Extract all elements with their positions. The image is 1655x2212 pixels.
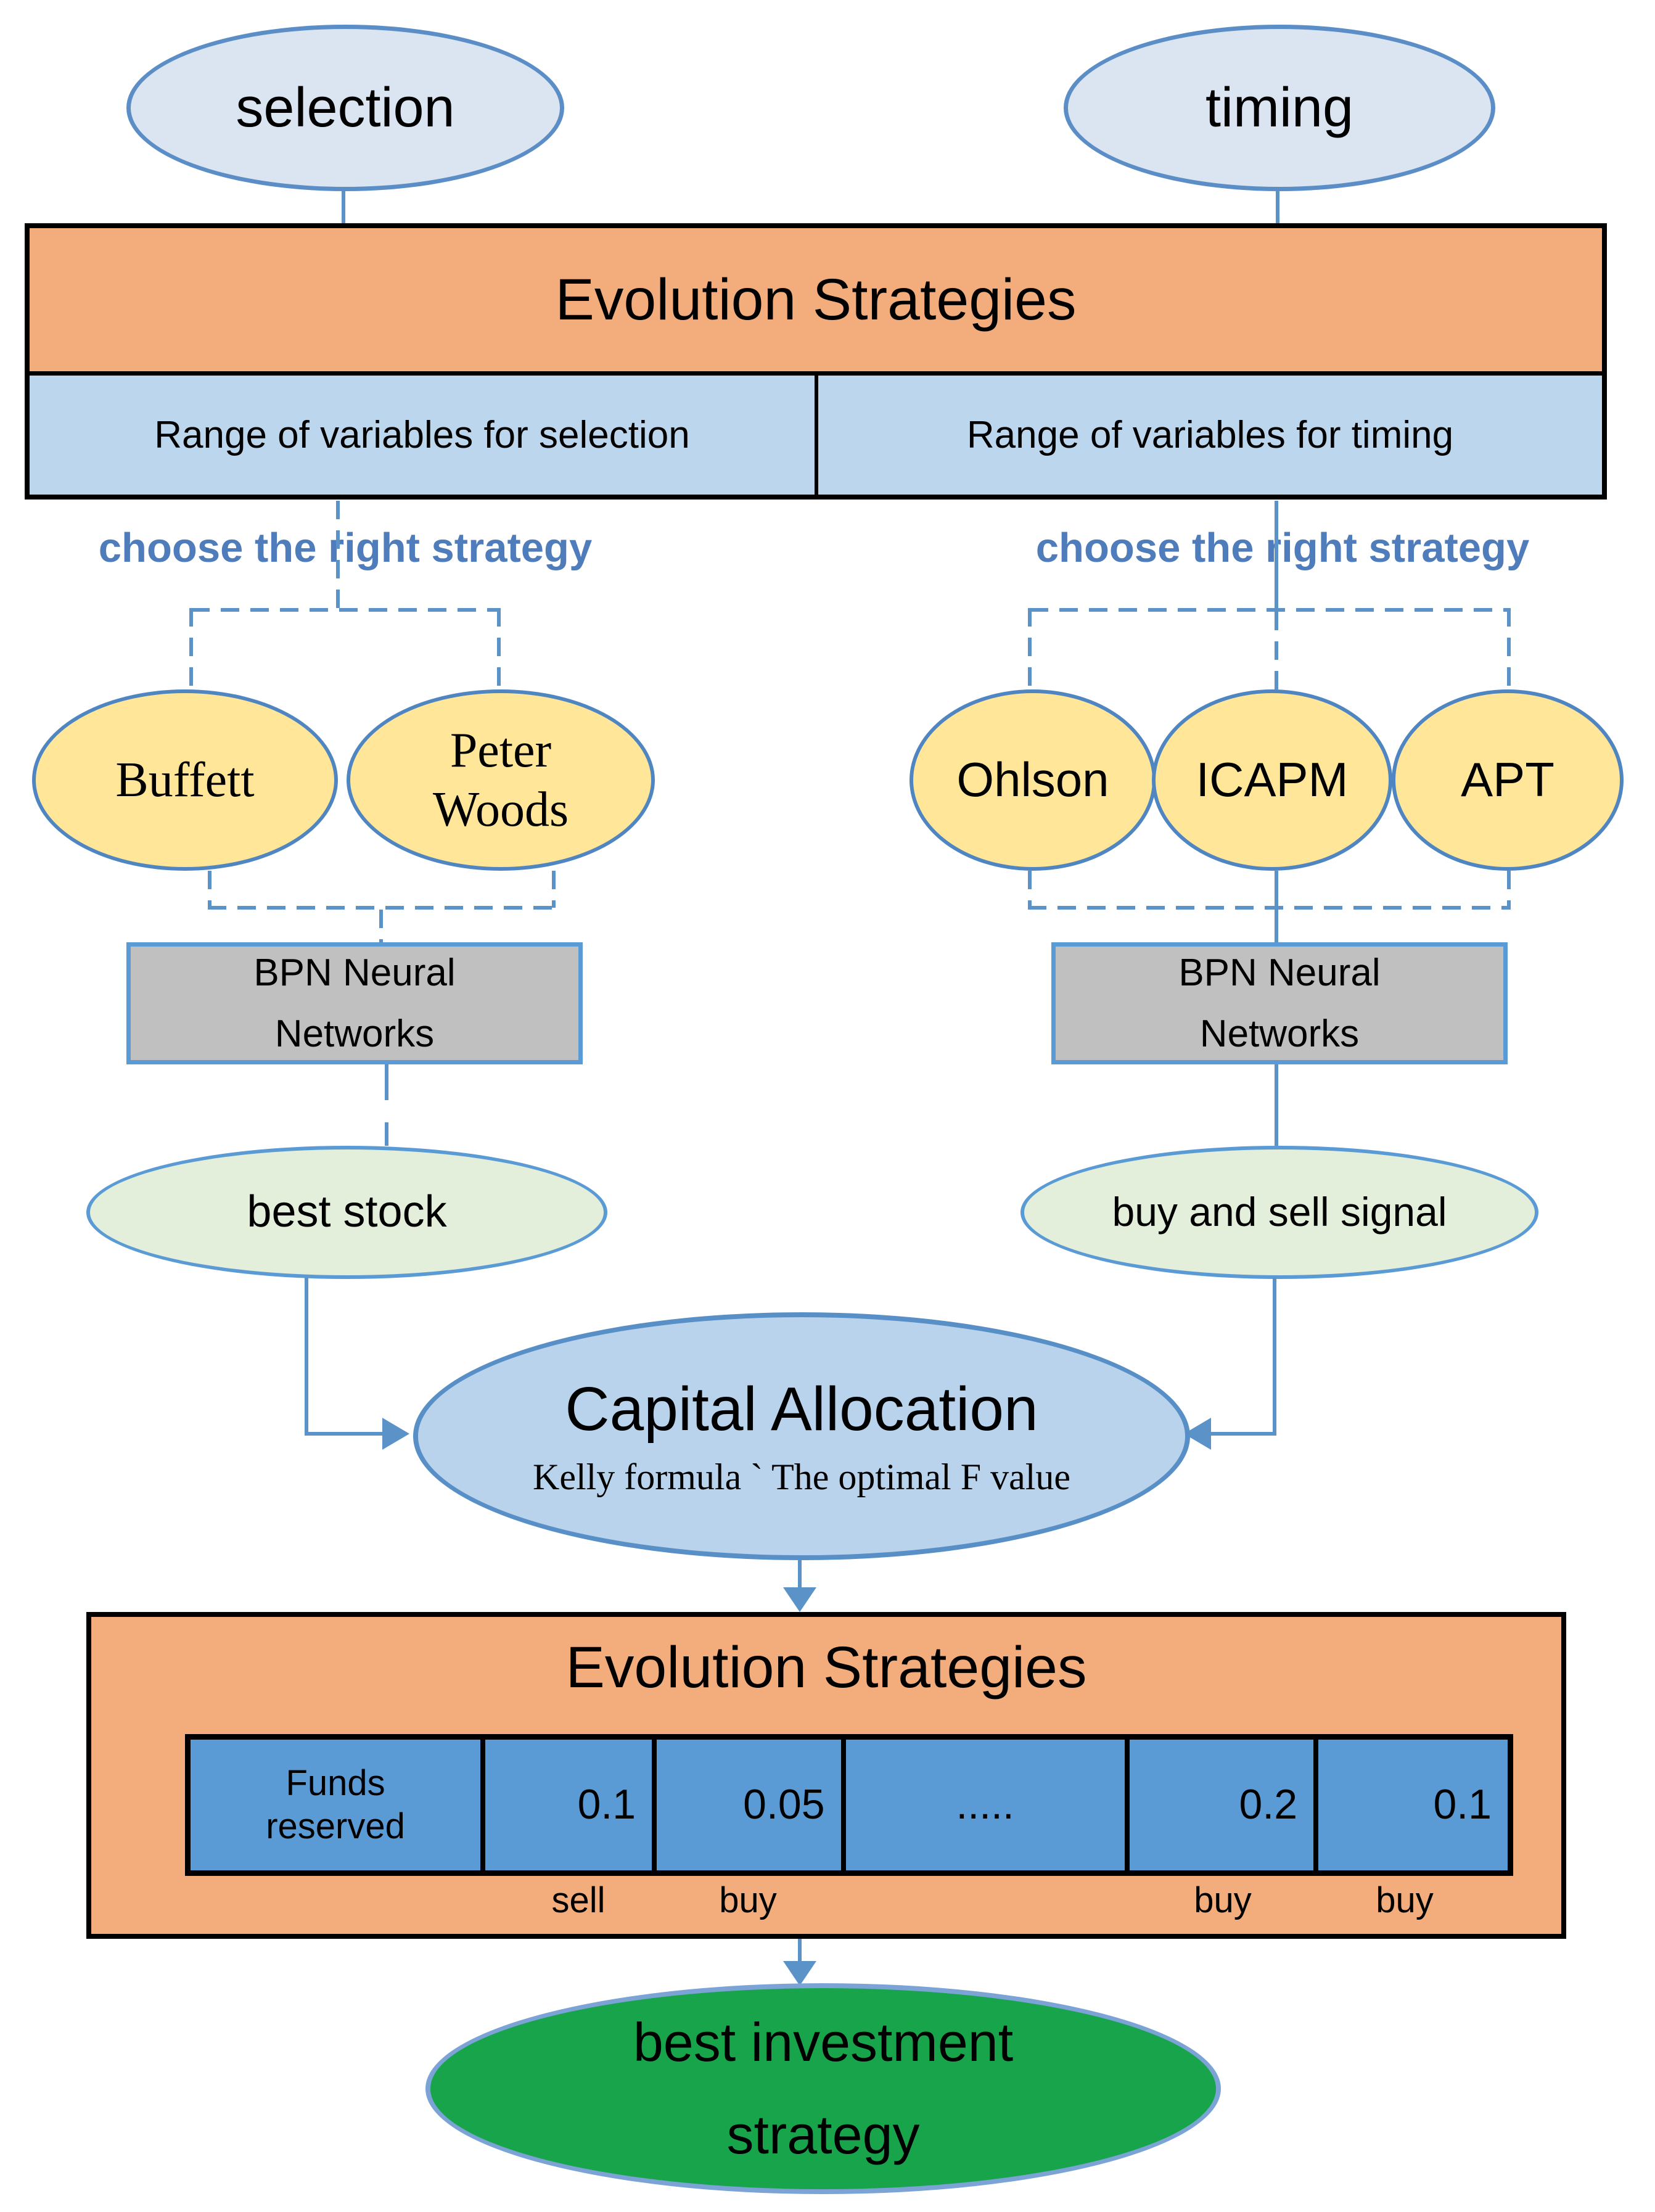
range-variables-timing-cell: Range of variables for timing <box>818 376 1602 495</box>
right-bracket-bottom <box>1028 906 1511 910</box>
allocation-cell-4: 0.2 <box>1129 1740 1319 1870</box>
action-label-buy-2: buy <box>1194 1880 1252 1920</box>
right-bracket-top <box>1030 608 1511 612</box>
connector-beststock-v <box>305 1278 308 1436</box>
arrowhead-into-result-icon <box>783 1961 816 1986</box>
right-bracket-top-v2 <box>1507 608 1511 689</box>
allocation-cell-ellipsis: ..... <box>845 1740 1130 1870</box>
capital-allocation-title: Capital Allocation <box>565 1375 1038 1444</box>
left-bracket-top <box>191 608 501 612</box>
action-label-sell: sell <box>551 1880 606 1920</box>
choose-strategy-right-label: choose the right strategy <box>1035 525 1530 571</box>
buy-sell-signal-label: buy and sell signal <box>1112 1189 1447 1235</box>
connector-beststock-h <box>305 1432 384 1436</box>
connector-capital-to-es2 <box>798 1560 802 1590</box>
connector-bpn-buysell <box>1275 1064 1278 1146</box>
bpn-left-label: BPN Neural Networks <box>253 951 456 1055</box>
timing-label: timing <box>1205 76 1354 139</box>
allocation-cell-5: 0.1 <box>1318 1740 1508 1870</box>
connector-bpn-beststock <box>385 1064 388 1146</box>
range-timing-label: Range of variables for timing <box>966 413 1454 456</box>
choose-strategy-left-label: choose the right strategy <box>98 525 593 571</box>
connector-es2-to-result <box>798 1939 802 1963</box>
connector-buysell-v <box>1273 1278 1276 1436</box>
ohlson-node: Ohlson <box>910 689 1156 871</box>
apt-label: APT <box>1461 752 1554 807</box>
bpn-right-label: BPN Neural Networks <box>1178 951 1381 1055</box>
peter-woods-node: Peter Woods <box>347 689 655 871</box>
connector-timing-to-es <box>1276 191 1279 224</box>
capital-allocation-subtitle: Kelly formula ` The optimal F value <box>532 1457 1071 1497</box>
bpn-right-box: BPN Neural Networks <box>1051 942 1508 1064</box>
arrowhead-into-es2-icon <box>783 1587 816 1612</box>
action-label-buy-1: buy <box>719 1880 777 1920</box>
apt-node: APT <box>1392 689 1624 871</box>
allocation-cell-funds-reserved: Funds reserved <box>191 1740 486 1870</box>
action-label-buy-3: buy <box>1376 1880 1434 1920</box>
buy-sell-signal-node: buy and sell signal <box>1021 1146 1538 1279</box>
connector-buysell-h <box>1210 1432 1276 1436</box>
right-bracket-bottom-drop <box>1275 871 1278 944</box>
connector-selection-to-es <box>342 191 345 224</box>
connector-right-entry <box>1275 501 1278 609</box>
buffett-label: Buffett <box>115 753 255 807</box>
left-bracket-bottom <box>208 906 556 910</box>
right-bracket-top-v1 <box>1028 608 1032 689</box>
evolution-strategies-bottom-title: Evolution Strategies <box>565 1635 1087 1700</box>
connector-left-entry <box>336 501 340 609</box>
evolution-strategies-bottom-box: Evolution Strategies Funds reserved 0.1 … <box>86 1612 1566 1939</box>
allocation-cell-1: 0.1 <box>485 1740 657 1870</box>
bpn-left-box: BPN Neural Networks <box>126 942 583 1064</box>
selection-node: selection <box>126 25 564 191</box>
allocation-table: Funds reserved 0.1 0.05 ..... 0.2 0.1 <box>185 1734 1513 1876</box>
icapm-label: ICAPM <box>1196 752 1349 807</box>
best-stock-node: best stock <box>86 1146 607 1279</box>
capital-allocation-node: Capital Allocation Kelly formula ` The o… <box>413 1312 1190 1560</box>
range-selection-label: Range of variables for selection <box>154 413 690 456</box>
allocation-cell-2: 0.05 <box>657 1740 846 1870</box>
selection-label: selection <box>236 76 455 139</box>
best-stock-label: best stock <box>247 1187 447 1237</box>
buffett-node: Buffett <box>32 689 338 871</box>
right-bracket-bottom-v1 <box>1028 871 1032 908</box>
evolution-strategies-top-box: Evolution Strategies Range of variables … <box>25 223 1607 500</box>
right-bracket-top-center <box>1275 612 1278 689</box>
funds-reserved-label: Funds reserved <box>266 1763 405 1846</box>
icapm-node: ICAPM <box>1152 689 1392 871</box>
timing-node: timing <box>1064 25 1495 191</box>
best-investment-strategy-label: best investment strategy <box>633 2012 1014 2165</box>
arrowhead-into-capital-left-icon <box>382 1418 409 1450</box>
left-bracket-bottom-v2 <box>552 871 556 908</box>
left-bracket-bottom-drop <box>379 910 383 944</box>
right-bracket-bottom-v2 <box>1507 871 1511 908</box>
peter-woods-label: Peter Woods <box>432 723 569 837</box>
range-row: Range of variables for selection Range o… <box>30 376 1602 495</box>
left-bracket-bottom-v1 <box>208 871 211 908</box>
left-bracket-top-v2 <box>497 608 501 689</box>
evolution-strategies-top-title: Evolution Strategies <box>30 228 1602 376</box>
best-investment-strategy-node: best investment strategy <box>425 1983 1221 2194</box>
left-bracket-top-v1 <box>189 608 193 689</box>
range-variables-selection-cell: Range of variables for selection <box>30 376 818 495</box>
ohlson-label: Ohlson <box>956 752 1109 807</box>
